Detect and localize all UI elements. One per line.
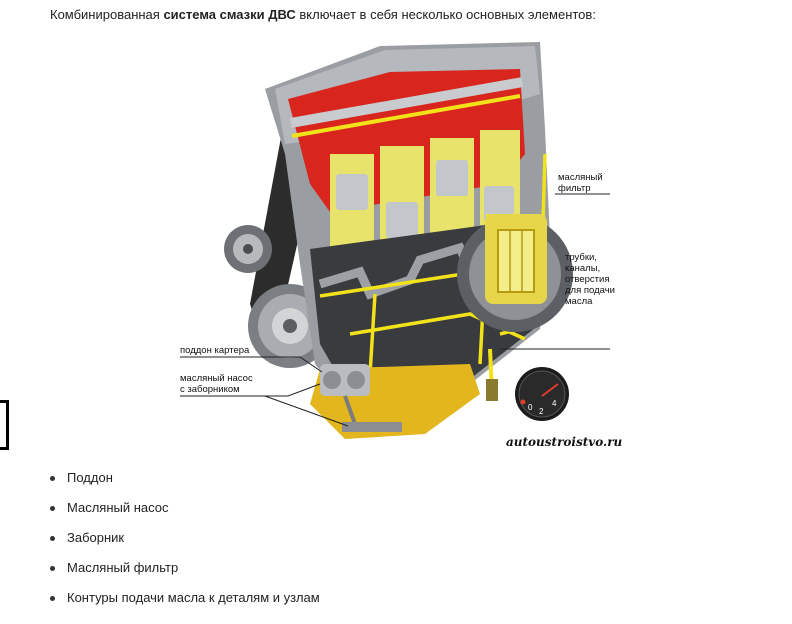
list-item-sump: Поддон (50, 468, 320, 498)
camshaft (290, 77, 524, 128)
engine-illustration: 0 2 4 масляный фильтр трубки, каналы, от… (180, 42, 623, 449)
label-sump: поддон картера (180, 345, 250, 356)
pistons (336, 160, 514, 238)
gauge-mark-zero: 0 (528, 403, 533, 412)
label-pump-line1: масляный насос (180, 373, 253, 384)
label-tubes-line4: для подачи (565, 285, 615, 296)
label-tubes-line5: масла (565, 296, 593, 307)
label-pump-line2: с заборником (180, 384, 240, 395)
intro-text-end: включает в себя несколько основных элеме… (295, 7, 596, 22)
edge-bracket-mark (0, 400, 9, 450)
gauge-mark-two: 2 (539, 407, 544, 416)
list-item-pickup: Заборник (50, 528, 320, 558)
label-oil-filter-line1: масляный (558, 172, 603, 183)
list-item-oil-filter: Масляный фильтр (50, 558, 320, 588)
alternator-pulley (224, 225, 272, 273)
intro-bold-term: система смазки ДВС (163, 7, 296, 22)
pressure-sender (486, 379, 498, 401)
list-item-oil-circuits: Контуры подачи масла к деталям и узлам (50, 588, 320, 618)
label-tubes-line1: трубки, (565, 252, 597, 263)
watermark-text: autoustroistvo.ru (506, 435, 623, 449)
label-leader-lines (180, 193, 610, 427)
intro-paragraph: Комбинированная система смазки ДВС включ… (50, 6, 750, 24)
gauge-mark-four: 4 (552, 399, 557, 408)
label-tubes-line2: каналы, (565, 263, 600, 274)
label-oil-filter-line2: фильтр (558, 183, 591, 194)
engine-lubrication-diagram: 0 2 4 масляный фильтр трубки, каналы, от… (170, 34, 630, 454)
intro-text-start: Комбинированная (50, 7, 164, 22)
oil-filter-illustration (485, 214, 547, 304)
list-item-oil-pump: Масляный насос (50, 498, 320, 528)
camshaft-oil-line (291, 94, 521, 138)
components-list: Поддон Масляный насос Заборник Масляный … (50, 468, 320, 618)
label-tubes-line3: отверстия (565, 274, 610, 285)
oil-pressure-gauge: 0 2 4 (515, 367, 569, 421)
oil-pump-illustration (320, 364, 402, 432)
